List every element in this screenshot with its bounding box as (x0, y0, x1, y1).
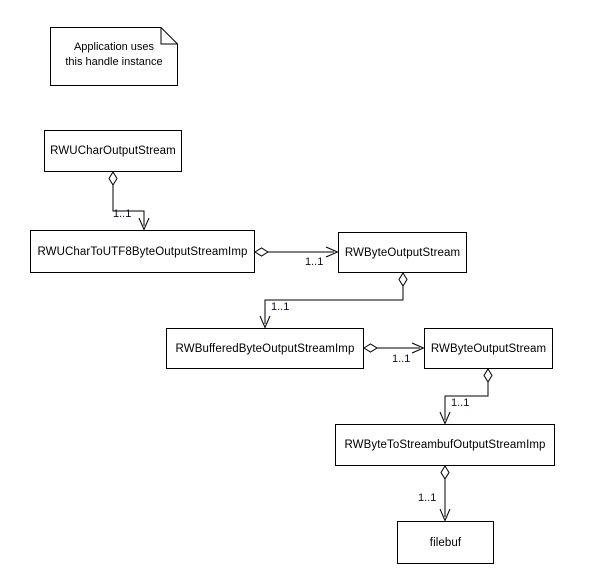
edge-aggregation-1 (108, 171, 150, 231)
note-application-uses-handle: Application uses this handle instance (50, 27, 178, 86)
aggregation-diamond-icon (440, 465, 450, 480)
edge-label-multiplicity-6: 1..1 (418, 492, 437, 504)
class-node-rw-byte-output-stream-2[interactable]: RWByteOutputStream (424, 328, 553, 369)
aggregation-diamond-icon (483, 368, 493, 383)
edge-label-multiplicity-1: 1..1 (113, 208, 132, 220)
class-node-label: RWUCharOutputStream (50, 145, 176, 157)
class-node-rw-buffered-byte-output-stream-imp[interactable]: RWBufferedByteOutputStreamImp (166, 328, 364, 369)
open-arrowhead-icon (259, 315, 271, 329)
class-node-rwu-char-to-utf8-byte-output-stream-imp[interactable]: RWUCharToUTF8ByteOutputStreamImp (30, 230, 255, 273)
open-arrowhead-icon (138, 217, 150, 231)
aggregation-diamond-icon (254, 247, 269, 257)
class-node-rw-byte-output-stream-1[interactable]: RWByteOutputStream (338, 232, 467, 273)
class-node-filebuf[interactable]: filebuf (397, 521, 494, 564)
class-node-label: RWBufferedByteOutputStreamImp (175, 342, 355, 355)
edge-path (264, 286, 404, 324)
edge-aggregation-6 (439, 465, 451, 522)
class-node-label: RWByteOutputStream (344, 246, 461, 259)
aggregation-diamond-icon (398, 272, 408, 287)
aggregation-diamond-icon (108, 171, 118, 186)
note-line-1: Application uses (73, 40, 155, 53)
note-line-2: this handle instance (65, 55, 163, 68)
note-folded-corner-shape (50, 27, 178, 86)
class-node-label: RWByteOutputStream (430, 342, 547, 355)
edge-label-multiplicity-2: 1..1 (305, 256, 324, 268)
open-arrowhead-icon (325, 246, 339, 258)
edge-aggregation-4 (363, 342, 425, 354)
open-arrowhead-icon (439, 508, 451, 522)
edge-label-multiplicity-4: 1..1 (392, 353, 411, 365)
edge-aggregation-3 (259, 272, 408, 329)
edge-label-multiplicity-3: 1..1 (271, 301, 290, 313)
class-node-rw-byte-to-streambuf-output-stream-imp[interactable]: RWByteToStreambufOutputStreamImp (335, 424, 555, 466)
edge-aggregation-5 (439, 368, 493, 425)
edge-path (444, 382, 489, 420)
aggregation-diamond-icon (363, 343, 378, 353)
open-arrowhead-icon (439, 411, 451, 425)
edge-label-multiplicity-5: 1..1 (451, 397, 470, 409)
edge-aggregation-2 (254, 246, 339, 258)
class-node-label: RWByteToStreambufOutputStreamImp (344, 439, 546, 451)
class-node-label: filebuf (429, 536, 462, 549)
open-arrowhead-icon (411, 342, 425, 354)
class-node-label: RWUCharToUTF8ByteOutputStreamImp (37, 245, 248, 258)
edge-path (112, 185, 145, 226)
class-node-rwu-char-output-stream[interactable]: RWUCharOutputStream (44, 130, 182, 172)
